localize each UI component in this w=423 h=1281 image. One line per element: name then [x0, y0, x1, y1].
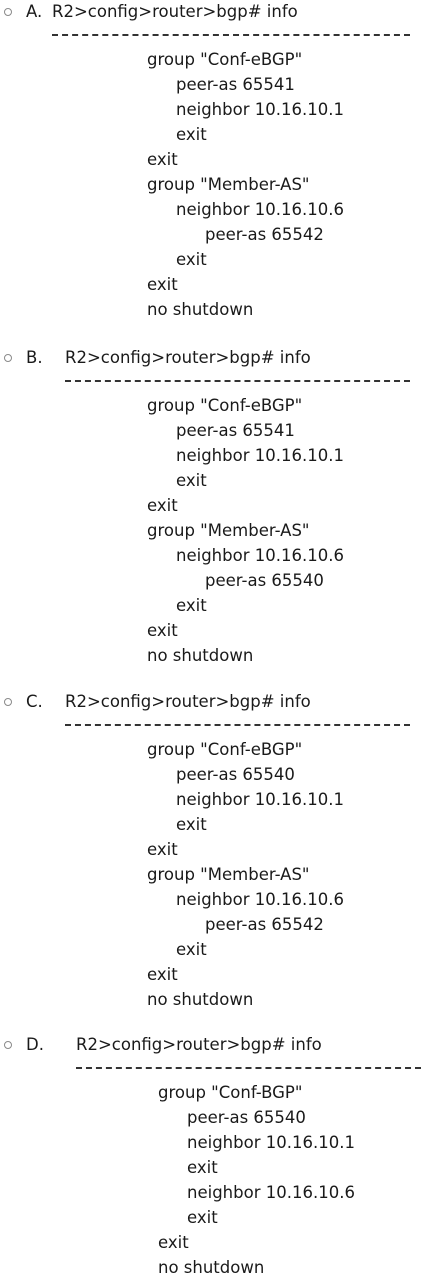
config-line: exit: [176, 250, 207, 269]
prompt-line: R2>config>router>bgp# info: [65, 348, 311, 367]
config-line: group "Member-AS": [147, 175, 310, 194]
config-line: exit: [176, 596, 207, 615]
config-line: no shutdown: [147, 646, 254, 665]
radio-button-b[interactable]: [4, 354, 12, 362]
config-line: peer-as 65540: [205, 571, 324, 590]
config-line: peer-as 65541: [176, 421, 295, 440]
radio-button-a[interactable]: [4, 8, 12, 16]
config-line: peer-as 65540: [187, 1108, 306, 1127]
option-letter: A.: [26, 2, 43, 21]
prompt-line: R2>config>router>bgp# info: [52, 2, 298, 21]
config-line: neighbor 10.16.10.6: [176, 546, 344, 565]
config-line: peer-as 65542: [205, 915, 324, 934]
config-line: group "Conf-eBGP": [147, 50, 303, 69]
config-line: exit: [147, 275, 178, 294]
config-line: neighbor 10.16.10.6: [176, 890, 344, 909]
config-line: exit: [147, 965, 178, 984]
config-line: exit: [147, 150, 178, 169]
config-line: exit: [187, 1208, 218, 1227]
config-line: group "Conf-eBGP": [147, 396, 303, 415]
config-line: neighbor 10.16.10.1: [176, 446, 344, 465]
config-line: group "Conf-BGP": [158, 1083, 303, 1102]
config-line: exit: [176, 125, 207, 144]
config-line: neighbor 10.16.10.6: [176, 200, 344, 219]
config-line: neighbor 10.16.10.6: [187, 1183, 355, 1202]
config-line: exit: [176, 815, 207, 834]
config-line: neighbor 10.16.10.1: [187, 1133, 355, 1152]
config-line: exit: [147, 621, 178, 640]
config-line: peer-as 65541: [176, 75, 295, 94]
config-line: group "Member-AS": [147, 865, 310, 884]
config-line: group "Member-AS": [147, 521, 310, 540]
config-line: no shutdown: [147, 990, 254, 1009]
config-line: no shutdown: [158, 1258, 265, 1277]
config-line: peer-as 65542: [205, 225, 324, 244]
prompt-line: R2>config>router>bgp# info: [76, 1035, 322, 1054]
config-line: no shutdown: [147, 300, 254, 319]
config-line: neighbor 10.16.10.1: [176, 100, 344, 119]
divider: [65, 380, 410, 382]
divider: [52, 34, 410, 36]
config-line: exit: [176, 471, 207, 490]
divider: [65, 724, 410, 726]
config-line: exit: [187, 1158, 218, 1177]
config-line: exit: [176, 940, 207, 959]
config-line: group "Conf-eBGP": [147, 740, 303, 759]
option-letter: D.: [26, 1035, 44, 1054]
divider: [76, 1067, 421, 1069]
radio-button-c[interactable]: [4, 698, 12, 706]
radio-button-d[interactable]: [4, 1041, 12, 1049]
config-line: neighbor 10.16.10.1: [176, 790, 344, 809]
config-line: exit: [147, 496, 178, 515]
config-line: peer-as 65540: [176, 765, 295, 784]
option-letter: B.: [26, 348, 43, 367]
config-line: exit: [158, 1233, 189, 1252]
option-letter: C.: [26, 692, 43, 711]
config-line: exit: [147, 840, 178, 859]
prompt-line: R2>config>router>bgp# info: [65, 692, 311, 711]
